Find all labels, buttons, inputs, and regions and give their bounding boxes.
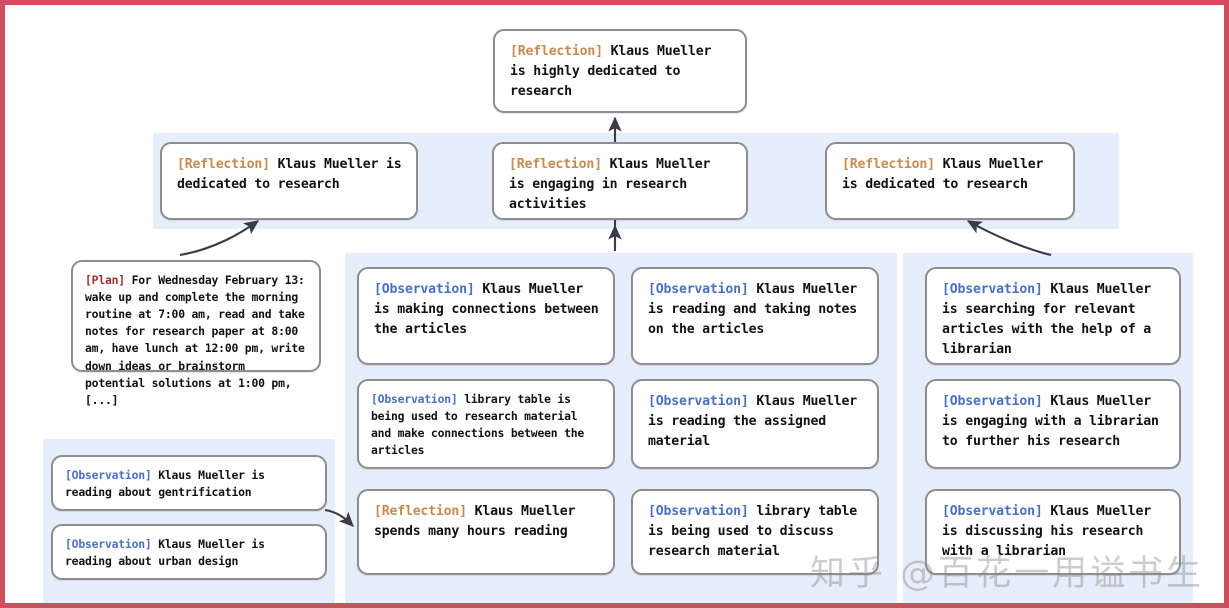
node-reflection-b3[interactable]: [Reflection] Klaus Mueller spends many h… [357, 489, 615, 575]
tag-observation: [Observation] [371, 392, 458, 406]
node-reflection-2[interactable]: [Reflection] Klaus Mueller is engaging i… [492, 142, 748, 220]
node-observation-c1[interactable]: [Observation] Klaus Mueller is reading a… [631, 267, 879, 365]
node-text: Klaus Mueller is engaging in research ac… [509, 157, 711, 213]
tag-plan: [Plan] [85, 273, 125, 287]
tag-observation: [Observation] [648, 504, 749, 519]
node-observation-d1[interactable]: [Observation] Klaus Mueller is searching… [925, 267, 1181, 365]
tag-observation: [Observation] [65, 468, 152, 482]
node-observation-c2[interactable]: [Observation] Klaus Mueller is reading t… [631, 379, 879, 469]
node-plan[interactable]: [Plan] For Wednesday February 13: wake u… [71, 260, 321, 407]
node-observation-d3[interactable]: [Observation] Klaus Mueller is discussin… [925, 489, 1181, 575]
tag-observation: [Observation] [648, 394, 749, 409]
node-observation-c3[interactable]: [Observation] library table is being use… [631, 489, 879, 575]
node-text: Klaus Mueller is dedicated to research [842, 157, 1044, 193]
node-observation-a2[interactable]: [Observation] Klaus Mueller is reading a… [51, 524, 327, 580]
node-text: Klaus Mueller spends many hours reading [374, 504, 576, 540]
node-top-reflection[interactable]: [Reflection] Klaus Mueller is highly ded… [493, 29, 747, 113]
tag-observation: [Observation] [374, 282, 475, 297]
node-reflection-3[interactable]: [Reflection] Klaus Mueller is dedicated … [825, 142, 1075, 220]
node-text: Klaus Mueller is reading about gentrific… [65, 468, 265, 499]
node-text: Klaus Mueller is searching for relevant … [942, 282, 1151, 358]
node-text: Klaus Mueller is reading the assigned ma… [648, 394, 857, 450]
tag-observation: [Observation] [942, 394, 1043, 409]
node-observation-b2[interactable]: [Observation] library table is being use… [357, 379, 615, 469]
node-text: Klaus Mueller is highly dedicated to res… [510, 44, 712, 100]
tag-reflection: [Reflection] [842, 157, 935, 172]
node-text: library table is being used to discuss r… [648, 504, 857, 560]
tag-observation: [Observation] [648, 282, 749, 297]
tag-observation: [Observation] [942, 282, 1043, 297]
node-reflection-1[interactable]: [Reflection] Klaus Mueller is dedicated … [160, 142, 418, 220]
node-text: Klaus Mueller is reading about urban des… [65, 537, 265, 568]
node-observation-d2[interactable]: [Observation] Klaus Mueller is engaging … [925, 379, 1181, 469]
tag-observation: [Observation] [942, 504, 1043, 519]
tag-reflection: [Reflection] [177, 157, 270, 172]
tag-reflection: [Reflection] [374, 504, 467, 519]
node-observation-a1[interactable]: [Observation] Klaus Mueller is reading a… [51, 455, 327, 511]
node-observation-b1[interactable]: [Observation] Klaus Mueller is making co… [357, 267, 615, 365]
node-text: library table is being used to research … [371, 392, 585, 457]
node-text: Klaus Mueller is engaging with a librari… [942, 394, 1159, 450]
node-text: Klaus Mueller is making connections betw… [374, 282, 599, 338]
tag-reflection: [Reflection] [510, 44, 603, 59]
node-text: Klaus Mueller is reading and taking note… [648, 282, 857, 338]
tag-observation: [Observation] [65, 537, 152, 551]
node-text: For Wednesday February 13: wake up and c… [85, 273, 305, 407]
tag-reflection: [Reflection] [509, 157, 602, 172]
node-text: Klaus Mueller is dedicated to research [177, 157, 402, 193]
node-text: Klaus Mueller is discussing his research… [942, 504, 1151, 560]
